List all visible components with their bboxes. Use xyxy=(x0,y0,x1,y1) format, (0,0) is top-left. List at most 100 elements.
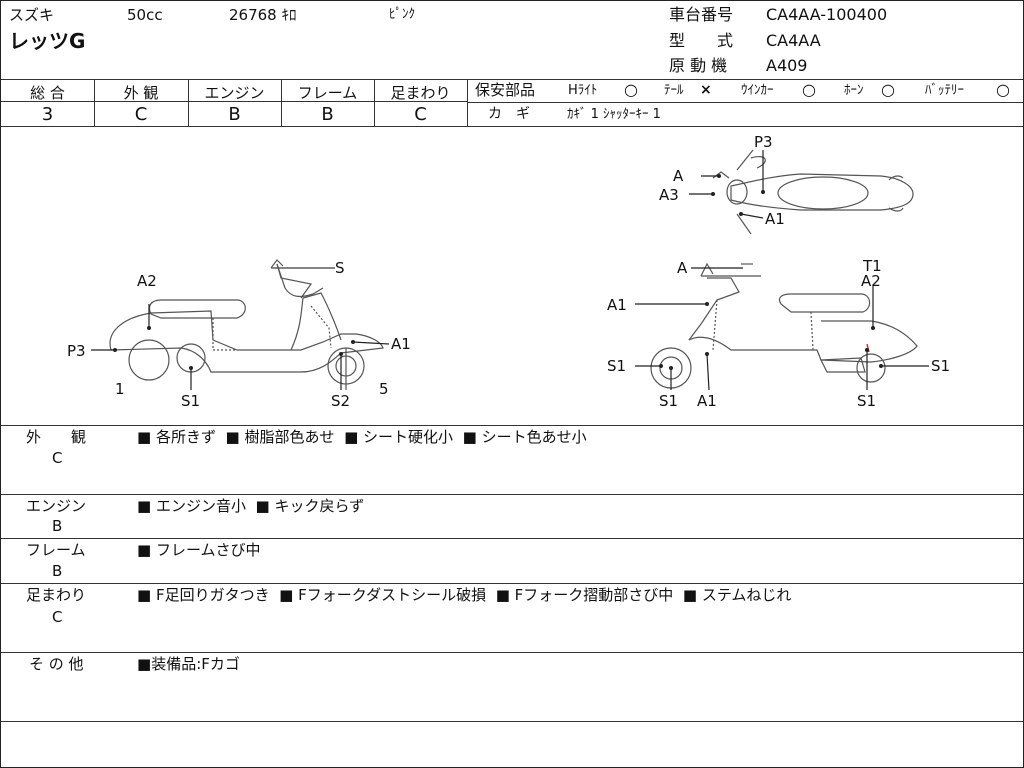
grade-header-frame: フレーム xyxy=(297,84,358,102)
divider xyxy=(94,79,95,126)
note-title-frame: フレーム xyxy=(26,541,86,559)
diagram-label-a2: A2 xyxy=(137,272,157,290)
diagram-label-s1-right: S1 xyxy=(659,392,678,410)
scooter-left-side-view xyxy=(91,259,390,390)
grade-value-frame: B xyxy=(321,104,334,125)
diagram-label-s1-right: S1 xyxy=(931,357,950,375)
diagram-label-5: 5 xyxy=(379,380,389,398)
circle-mark-icon: ○ xyxy=(624,80,638,99)
divider xyxy=(1,126,1023,127)
grade-header-engine: エンジン xyxy=(204,84,265,102)
black-square-icon: ■ xyxy=(279,586,294,604)
black-square-icon: ■ xyxy=(344,428,359,446)
diagram-label-a1: A1 xyxy=(391,335,411,353)
model-name: レッツG xyxy=(9,29,86,53)
divider xyxy=(1,101,467,102)
mileage: 26768 ｷﾛ xyxy=(229,6,297,24)
displacement: 50cc xyxy=(127,6,163,24)
circle-mark-icon: ○ xyxy=(881,80,895,99)
note-title-exterior: 外 観 xyxy=(26,428,87,446)
diagram-label-p3-top: P3 xyxy=(754,133,773,151)
divider xyxy=(467,79,468,126)
diagram-label-s2: S2 xyxy=(331,392,350,410)
diagram-label-a3-top: A3 xyxy=(659,186,679,204)
grade-header-suspension: 足まわり xyxy=(390,84,451,102)
black-square-icon: ■ xyxy=(462,428,477,446)
black-square-icon: ■ xyxy=(137,655,152,673)
note-items-exterior: ■ 各所きず ■ 樹脂部色あせ ■ シート硬化小 ■ シート色あせ小 xyxy=(137,428,587,446)
note-title-other: そ の 他 xyxy=(29,655,84,673)
divider xyxy=(188,79,189,126)
frame-no-label: 車台番号 xyxy=(669,5,734,24)
maker: スズキ xyxy=(9,6,55,24)
engine-value: A409 xyxy=(766,56,808,75)
diagram-label-t1-right: T1 xyxy=(862,257,882,275)
type-label: 型 式 xyxy=(669,31,734,50)
note-grade-exterior: C xyxy=(52,449,63,467)
scooter-right-side-view xyxy=(635,262,929,391)
safety-item-taillight: ﾃｰﾙ xyxy=(664,83,684,98)
safety-item-horn: ﾎｰﾝ xyxy=(844,83,864,98)
grade-header-total: 総 合 xyxy=(30,84,65,102)
note-items-other: ■装備品:Fカゴ xyxy=(137,655,240,673)
black-square-icon: ■ xyxy=(137,497,152,515)
divider xyxy=(1,538,1023,539)
grade-value-suspension: C xyxy=(414,104,427,125)
diagram-label-a-right: A xyxy=(677,259,688,277)
divider xyxy=(281,79,282,126)
diagram-label-s1: S1 xyxy=(181,392,200,410)
diagram-label-a1-right: A1 xyxy=(607,296,627,314)
note-grade-frame: B xyxy=(52,562,63,580)
safety-item-winker: ｳｲﾝｶｰ xyxy=(741,83,774,98)
divider xyxy=(1,79,1023,80)
key-value: ｶｷﾞ 1 ｼｬｯﾀｰｷｰ 1 xyxy=(567,107,661,122)
divider xyxy=(467,102,1023,103)
black-square-icon: ■ xyxy=(225,428,240,446)
safety-item-battery: ﾊﾞｯﾃﾘｰ xyxy=(925,83,964,98)
engine-label: 原 動 機 xyxy=(669,56,728,75)
note-items-engine: ■ エンジン音小 ■ キック戻らず xyxy=(137,497,365,515)
black-square-icon: ■ xyxy=(137,541,152,559)
divider xyxy=(1,583,1023,584)
divider xyxy=(1,652,1023,653)
grade-value-engine: B xyxy=(228,104,241,125)
grade-value-exterior: C xyxy=(134,104,148,125)
divider xyxy=(1,425,1023,426)
safety-title: 保安部品 xyxy=(475,81,536,99)
divider xyxy=(374,79,375,126)
diagram-label-a-top: A xyxy=(673,167,684,185)
diagram-label-a1-right: A1 xyxy=(697,392,717,410)
color: ﾋﾟﾝｸ xyxy=(389,7,415,22)
frame-no: CA4AA-100400 xyxy=(766,5,888,24)
diagram-label-a2-right: A2 xyxy=(861,272,881,290)
note-items-frame: ■ フレームさび中 xyxy=(137,541,261,559)
black-square-icon: ■ xyxy=(137,586,152,604)
type-value: CA4AA xyxy=(766,31,821,50)
black-square-icon: ■ xyxy=(137,428,152,446)
diagram-label-a1-top: A1 xyxy=(765,210,785,228)
diagram-label-1: 1 xyxy=(115,380,125,398)
cross-mark-icon: × xyxy=(700,82,712,98)
key-label: カ ギ xyxy=(488,106,530,122)
note-grade-engine: B xyxy=(52,517,63,535)
divider xyxy=(1,721,1023,722)
circle-mark-icon: ○ xyxy=(996,80,1010,99)
diagram-label-s1-right: S1 xyxy=(857,392,876,410)
black-square-icon: ■ xyxy=(255,497,270,515)
grade-value-total: 3 xyxy=(41,104,54,125)
note-title-engine: エンジン xyxy=(26,497,87,515)
note-items-suspension: ■ F足回りガタつき ■ Fフォークダストシール破損 ■ Fフォーク摺動部さび中… xyxy=(137,586,792,604)
safety-item-headlight: Hﾗｲﾄ xyxy=(568,83,598,98)
diagram-label-s1-right: S1 xyxy=(607,357,626,375)
circle-mark-icon: ○ xyxy=(802,80,816,99)
note-grade-suspension: C xyxy=(52,608,63,626)
black-square-icon: ■ xyxy=(682,586,698,604)
diagram-label-p3: P3 xyxy=(67,342,86,360)
divider xyxy=(1,494,1023,495)
diagram-label-s: S xyxy=(335,259,345,277)
damage-diagram: S A2 P3 A1 1 S1 S2 5 P3 A A3 A1 A T1 A2 … xyxy=(67,133,950,410)
note-title-suspension: 足まわり xyxy=(26,586,87,604)
black-square-icon: ■ xyxy=(495,586,510,604)
grade-header-exterior: 外 観 xyxy=(123,84,159,102)
